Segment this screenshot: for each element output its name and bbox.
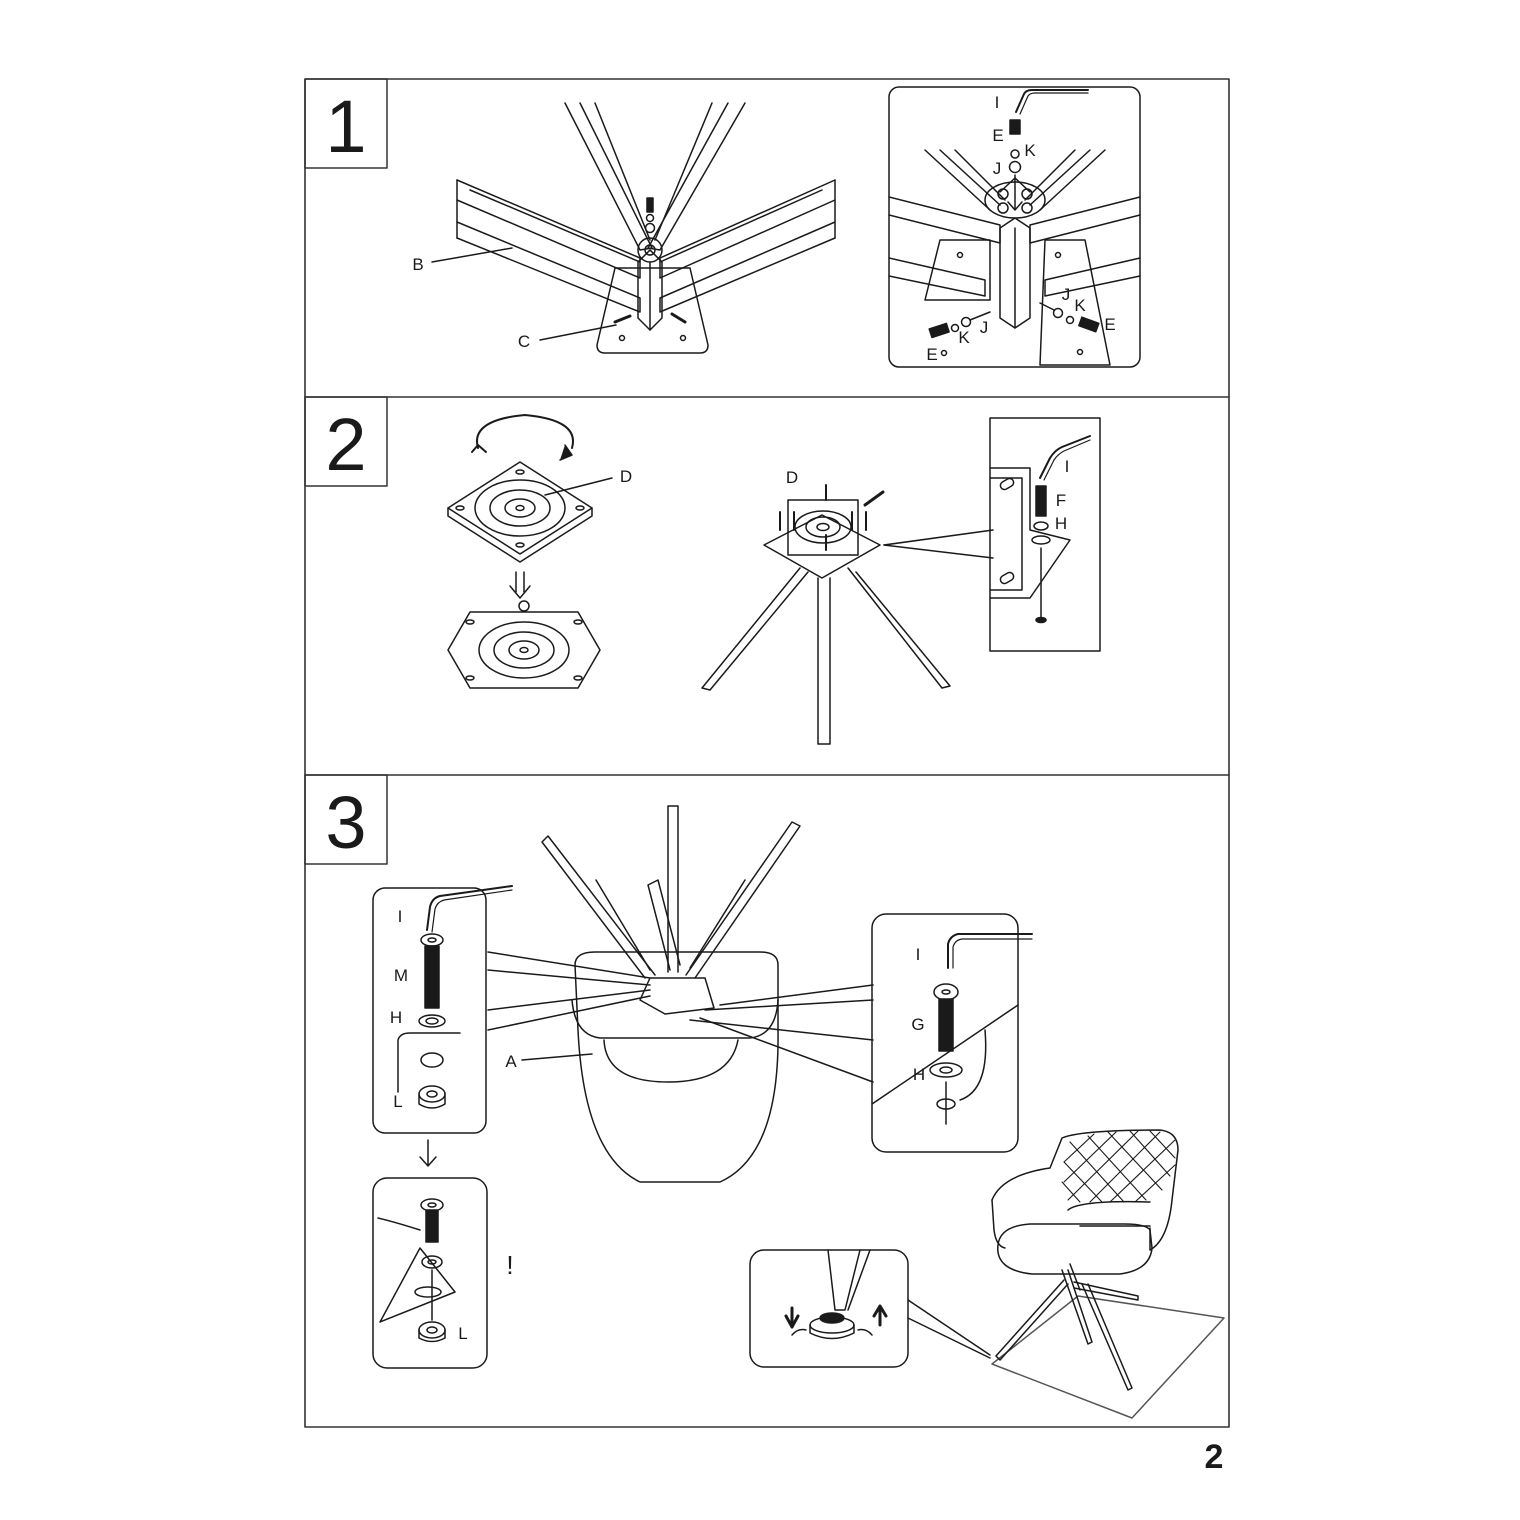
finished-chair [991, 1129, 1225, 1419]
step2-label-d-right: D [786, 468, 798, 487]
inset3-right-label-g: G [911, 1015, 924, 1034]
inset3-left-label-i: I [398, 907, 403, 926]
step3-inset-spacer-detail [372, 1177, 488, 1369]
page-number: 2 [1205, 1438, 1224, 1476]
inset1-label-j-right: J [1062, 285, 1071, 304]
inset3-right-label-i: I [916, 945, 921, 964]
step1-detail-inset [888, 86, 1141, 368]
inset3-left-label-h: H [390, 1008, 402, 1027]
step2-detail-inset [989, 417, 1101, 652]
inset3-spacer-label-l: L [458, 1324, 467, 1343]
inset1-label-j-top: J [993, 159, 1002, 178]
down-arrow [419, 1139, 437, 1167]
step-2-badge: 2 [304, 396, 388, 487]
step2-base-with-plate [701, 484, 994, 745]
step2-label-d-left: D [620, 467, 632, 486]
inset1-label-e-right: E [1104, 315, 1115, 334]
inset1-label-k-left: K [958, 328, 970, 347]
step-3-number: 3 [325, 781, 366, 864]
step2-swivel-plate-flip [447, 414, 613, 689]
step-2-number: 2 [325, 403, 366, 486]
inset1-label-k-right: K [1074, 296, 1086, 315]
inset2-label-i: I [1065, 457, 1070, 476]
label-b: B [412, 255, 423, 274]
step-3-badge: 3 [304, 774, 388, 865]
step3-inset-bolt-g [871, 913, 1033, 1153]
step-1-number: 1 [325, 85, 366, 168]
inset1-label-k-top: K [1024, 141, 1036, 160]
inset1-label-i: I [995, 93, 1000, 112]
inset2-label-f: F [1056, 491, 1066, 510]
inset2-label-h: H [1055, 514, 1067, 533]
inset1-label-e-top: E [992, 126, 1003, 145]
instructions-frame [304, 78, 1230, 1428]
leveling-foot-inset [749, 1249, 991, 1368]
inset3-left-label-m: M [394, 966, 408, 985]
seat-a [574, 951, 779, 1183]
inset3-left-label-l: L [393, 1092, 402, 1111]
inset1-label-e-left: E [926, 345, 937, 364]
label-c: C [518, 332, 530, 351]
step3-inset-bolt-m [372, 885, 513, 1134]
inset3-right-label-h: H [913, 1065, 925, 1084]
inset1-label-j-left: J [980, 318, 989, 337]
step1-base-illustration [431, 102, 836, 354]
step3-seat-and-base [487, 805, 874, 1183]
step-1-badge: 1 [304, 78, 388, 169]
step3-label-a: A [505, 1052, 517, 1071]
base-plate-c [596, 267, 709, 354]
caution-mark: ! [506, 1250, 513, 1280]
